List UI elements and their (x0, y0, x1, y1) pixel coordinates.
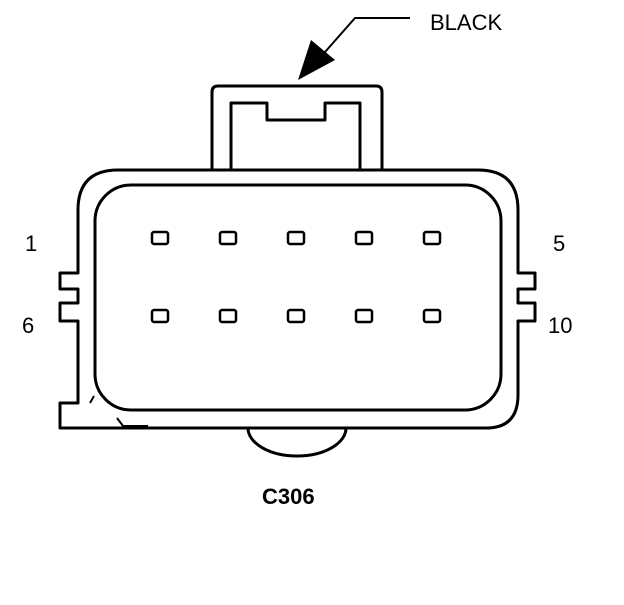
pin-label-row2-first: 6 (22, 313, 35, 338)
latch-outer (210, 84, 384, 170)
pin-label-row1-first: 1 (25, 231, 38, 256)
connector-id: C306 (262, 484, 315, 509)
pin-terminal-9 (354, 308, 374, 324)
polarization-mark (89, 395, 148, 427)
pin-terminal-5 (422, 230, 442, 246)
pin-terminal-7 (218, 308, 238, 324)
latch-inner (229, 101, 362, 170)
pin-grid (150, 230, 442, 324)
pin-terminal-4 (354, 230, 374, 246)
pin-terminal-1 (150, 230, 170, 246)
pin-label-row2-last: 10 (548, 313, 573, 338)
pin-terminal-2 (218, 230, 238, 246)
pin-terminal-10 (422, 308, 442, 324)
connector-latch (210, 84, 384, 170)
leader-line (317, 17, 410, 61)
pin-terminal-8 (286, 308, 306, 324)
pin-terminal-3 (286, 230, 306, 246)
color-label: BLACK (430, 10, 503, 35)
color-leader (298, 17, 410, 80)
connector-keyway (246, 427, 348, 458)
connector-cavity (93, 183, 503, 412)
connector-housing (58, 168, 537, 430)
leader-arrowhead (298, 40, 335, 80)
pin-label-row1-last: 5 (553, 231, 566, 256)
pin-terminal-6 (150, 308, 170, 324)
